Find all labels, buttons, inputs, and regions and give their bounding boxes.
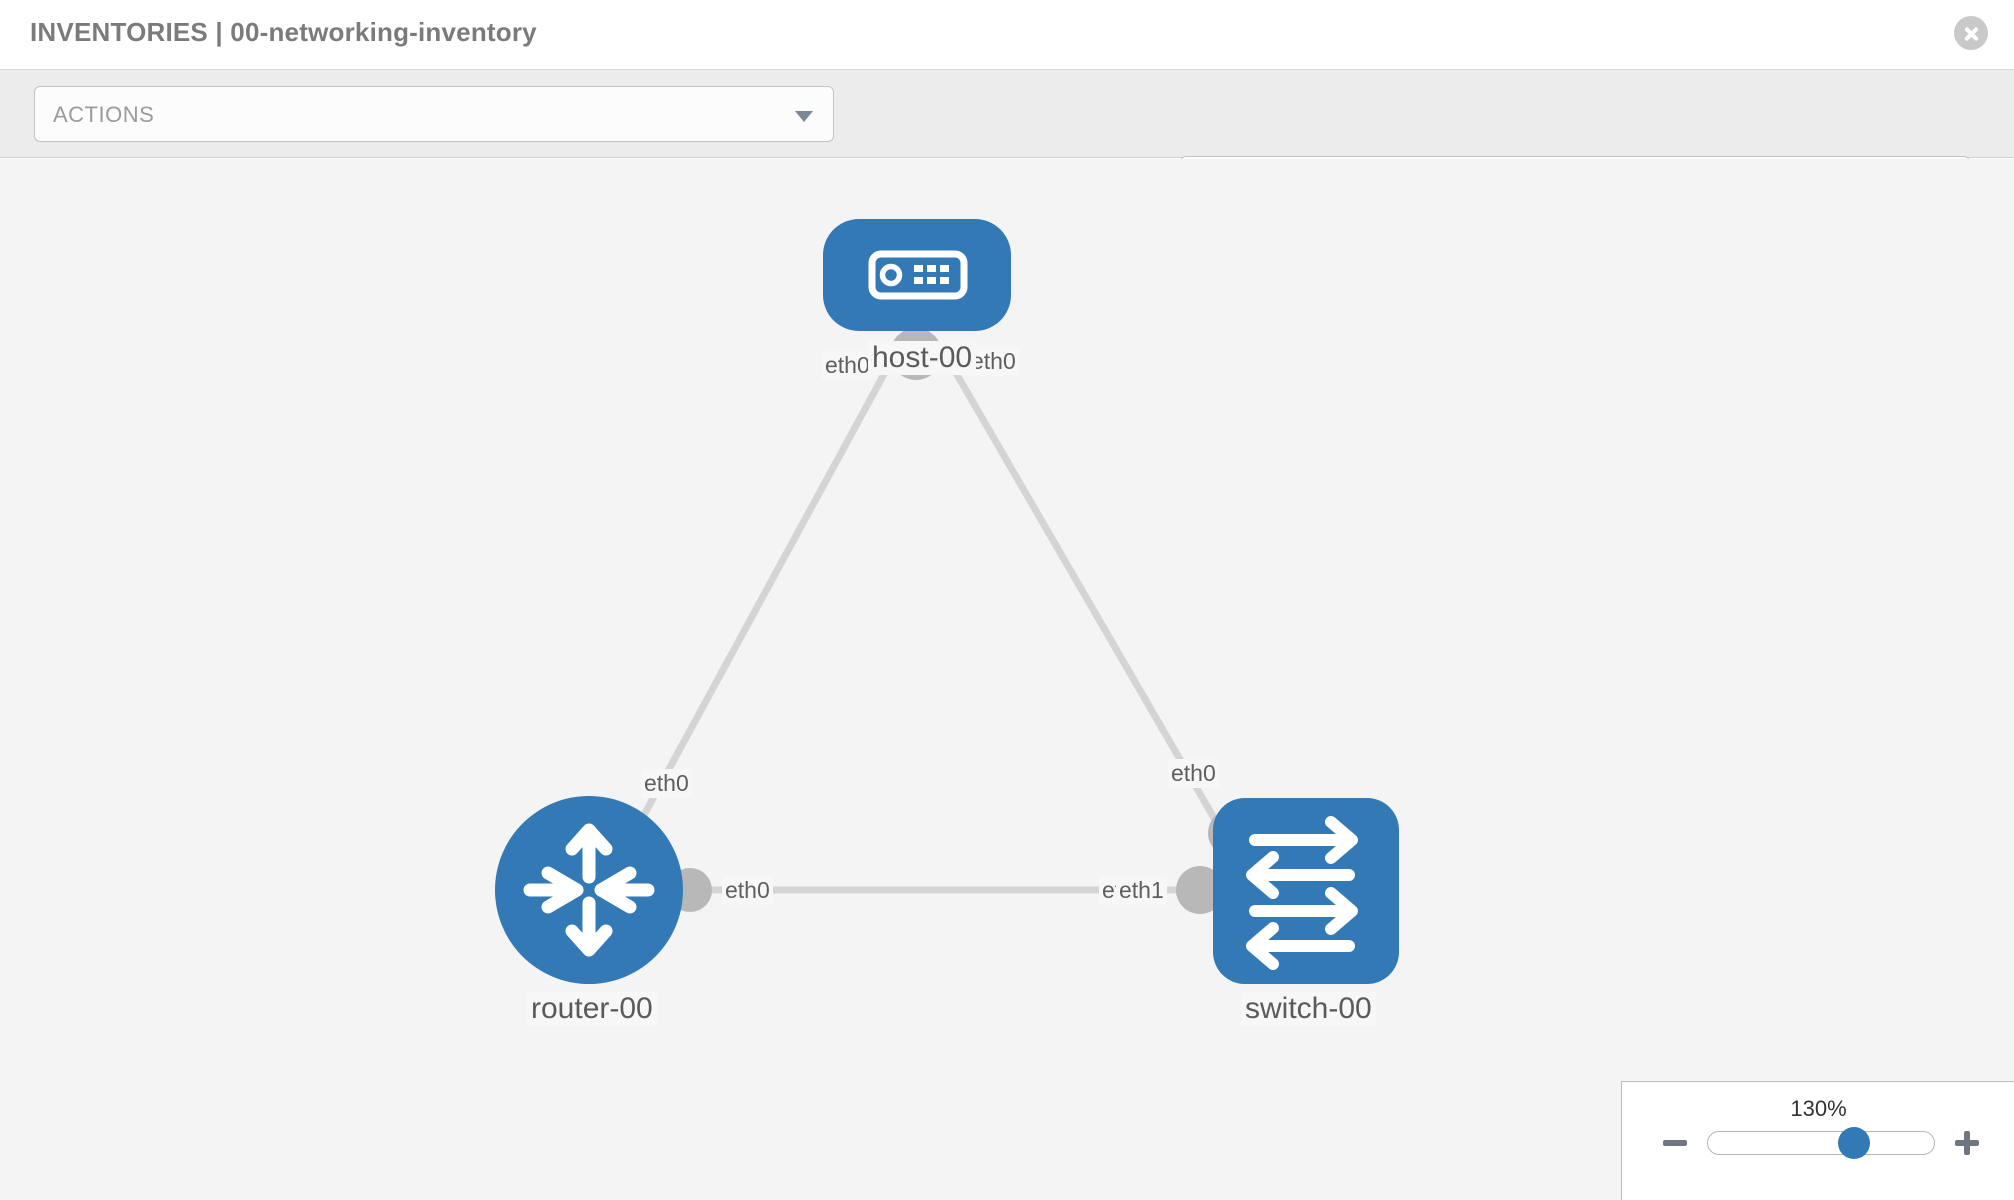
chevron-down-icon (795, 111, 813, 122)
node-label-host-00: host-00 (868, 341, 977, 375)
actions-dropdown[interactable]: ACTIONS (34, 86, 834, 142)
edge-label-host-left: eth0 (822, 351, 873, 380)
zoom-out-icon[interactable] (1660, 1128, 1690, 1158)
edge-label-switch-upper: eth0 (1168, 759, 1219, 788)
node-host-00 (823, 219, 1011, 331)
actions-dropdown-label: ACTIONS (53, 102, 155, 127)
node-label-router-00: router-00 (527, 992, 657, 1026)
zoom-percent-label: 130% (1790, 1096, 1847, 1121)
close-icon[interactable] (1954, 16, 1988, 50)
switch-icon (1246, 816, 1358, 970)
topology-canvas[interactable]: eth0 eth0 eth0 eth0 eth0 eth0 eth1 host-… (0, 159, 2014, 1200)
zoom-control-panel: 130% (1621, 1081, 2014, 1200)
node-switch-00 (1213, 798, 1399, 984)
connector-nub-switch-left (1176, 866, 1224, 914)
edge-label-host-right: eth0 (968, 347, 1019, 376)
router-icon (523, 823, 655, 957)
edge-label-switch-left: eth1 (1116, 876, 1167, 905)
zoom-slider-track[interactable] (1707, 1131, 1935, 1155)
toolbar: ACTIONS (0, 70, 2014, 213)
topology-graph (495, 219, 1399, 984)
zoom-slider-thumb[interactable] (1838, 1127, 1870, 1159)
zoom-in-icon[interactable] (1952, 1128, 1982, 1158)
page-header: INVENTORIES | 00-networking-inventory (0, 0, 2014, 70)
edge-label-router-upper: eth0 (641, 769, 692, 798)
server-icon (868, 250, 968, 300)
node-label-switch-00: switch-00 (1241, 992, 1376, 1026)
edge-label-router-right: eth0 (722, 876, 773, 905)
node-router-00 (495, 796, 683, 984)
page-title: INVENTORIES | 00-networking-inventory (30, 17, 537, 47)
